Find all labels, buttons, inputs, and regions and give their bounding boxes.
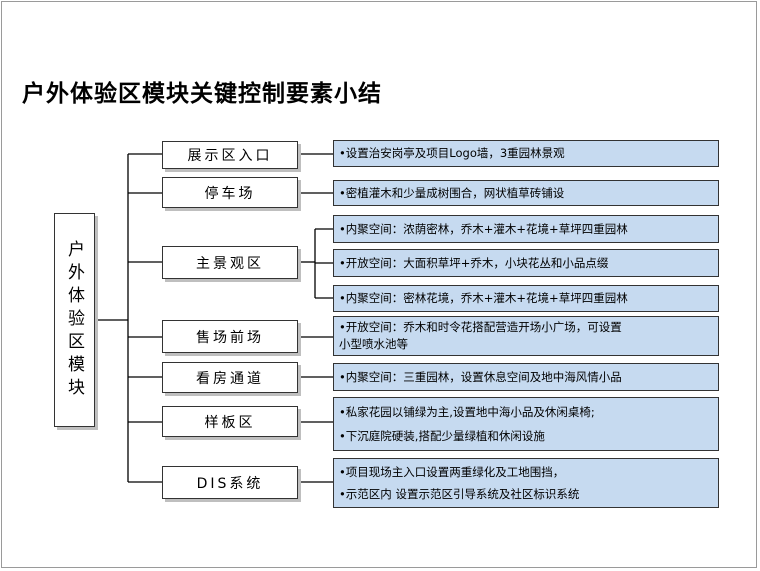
detail-text: •示范区内 设置示范区引导系统及社区标识系统 bbox=[339, 486, 580, 501]
category-label: 看房通道 bbox=[196, 370, 264, 387]
detail-text: •下沉庭院硬装,搭配少量绿植和休闲设施 bbox=[339, 428, 545, 443]
detail-box-model-zone: •私家花园以铺绿为主,设置地中海小品及休闲桌椅; •下沉庭院硬装,搭配少量绿植和… bbox=[333, 397, 719, 451]
detail-box-main-landscape-3: •内聚空间：密林花境，乔木+灌木+花境+草坪四重园林 bbox=[333, 285, 719, 312]
category-node-sales-front: 售场前场 bbox=[162, 320, 298, 353]
detail-text: •密植灌木和少量成树围合，网状植草砖铺设 bbox=[339, 185, 565, 200]
detail-box-entrance: •设置治安岗亭及项目Logo墙，3重园林景观 bbox=[333, 140, 719, 167]
category-label: DIS系统 bbox=[196, 475, 264, 492]
category-label: 样板区 bbox=[204, 414, 256, 431]
category-label: 展示区入口 bbox=[187, 148, 273, 164]
category-label: 停车场 bbox=[204, 185, 256, 202]
detail-text: •项目现场主入口设置两重绿化及工地围挡， bbox=[339, 464, 565, 479]
root-node: 户外体验区模块 bbox=[54, 213, 95, 427]
detail-text: •内聚空间：浓荫密林，乔木+灌木+花境+草坪四重园林 bbox=[339, 221, 628, 236]
detail-text: •开放空间：乔木和时令花搭配营造开场小广场，可设置 bbox=[339, 320, 622, 334]
detail-box-main-landscape-1: •内聚空间：浓荫密林，乔木+灌木+花境+草坪四重园林 bbox=[333, 215, 719, 243]
detail-box-dis-system: •项目现场主入口设置两重绿化及工地围挡， •示范区内 设置示范区引导系统及社区标… bbox=[333, 458, 719, 508]
detail-text: •私家花园以铺绿为主,设置地中海小品及休闲桌椅; bbox=[339, 404, 595, 419]
slide-title: 户外体验区模块关键控制要素小结 bbox=[22, 81, 382, 107]
category-node-main-landscape: 主景观区 bbox=[162, 246, 298, 279]
detail-text: •开放空间：大面积草坪+乔木，小块花丛和小品点缀 bbox=[339, 255, 609, 270]
category-node-entrance: 展示区入口 bbox=[162, 141, 298, 169]
detail-text: •内聚空间：密林花境，乔木+灌木+花境+草坪四重园林 bbox=[339, 291, 628, 305]
detail-text: 小型喷水池等 bbox=[339, 337, 408, 351]
detail-text: •设置治安岗亭及项目Logo墙，3重园林景观 bbox=[339, 146, 565, 160]
category-node-parking: 停车场 bbox=[162, 177, 298, 208]
root-label: 户外体验区模块 bbox=[64, 239, 84, 401]
detail-box-viewing-path: •内聚空间：三重园林，设置休息空间及地中海风情小品 bbox=[333, 363, 719, 391]
detail-box-parking: •密植灌木和少量成树围合，网状植草砖铺设 bbox=[333, 180, 719, 206]
category-node-model-zone: 样板区 bbox=[162, 406, 298, 437]
category-label: 售场前场 bbox=[196, 329, 264, 346]
detail-box-sales-front: •开放空间：乔木和时令花搭配营造开场小广场，可设置 小型喷水池等 bbox=[333, 316, 719, 356]
category-node-dis-system: DIS系统 bbox=[162, 466, 298, 499]
category-label: 主景观区 bbox=[196, 255, 264, 272]
detail-text: •内聚空间：三重园林，设置休息空间及地中海风情小品 bbox=[339, 369, 622, 384]
category-node-viewing-path: 看房通道 bbox=[162, 362, 298, 393]
detail-box-main-landscape-2: •开放空间：大面积草坪+乔木，小块花丛和小品点缀 bbox=[333, 249, 719, 277]
